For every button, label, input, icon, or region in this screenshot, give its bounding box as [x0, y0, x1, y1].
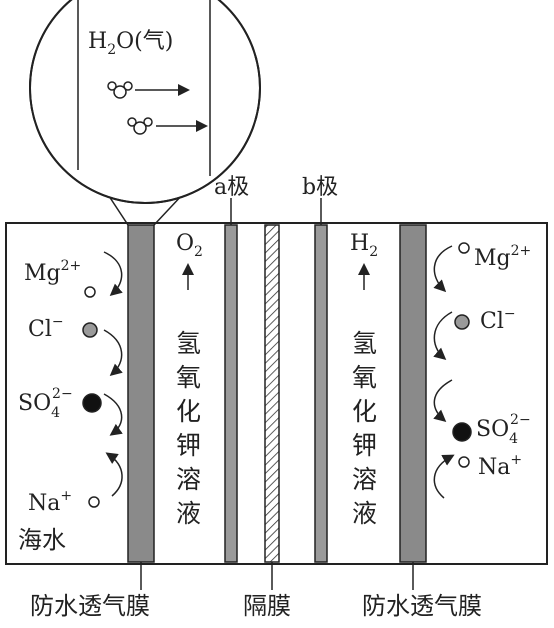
electrode-b — [314, 224, 328, 563]
ion-flow-arrows-right — [433, 245, 455, 499]
solution-char: 液 — [352, 499, 377, 528]
membrane-right-label: 防水透气膜 — [362, 592, 482, 620]
solution-char: 氧 — [176, 363, 201, 392]
o2-label: O2 — [176, 231, 203, 260]
ion-label: SO42− — [476, 412, 531, 447]
ions-left: Mg2+ Cl− SO42− Na+ — [18, 258, 102, 516]
water-molecule-icon — [127, 117, 153, 135]
ion-cl-right: Cl− — [454, 306, 516, 334]
ion-mg-right: Mg2+ — [458, 242, 531, 271]
membrane-right — [399, 224, 427, 563]
water-molecule-icon — [107, 81, 133, 99]
solution-char: 化 — [352, 397, 377, 426]
ions-right: Mg2+ Cl− SO42− Na+ — [452, 242, 531, 480]
solution-char: 溶 — [176, 465, 201, 494]
electrode-a — [224, 224, 238, 563]
ion-label: Mg2+ — [24, 258, 81, 286]
electrode-a-label: a极 — [214, 175, 249, 200]
ion-particle — [452, 422, 472, 442]
ion-label: SO42− — [18, 386, 73, 421]
solution-char: 氧 — [352, 363, 377, 392]
electrode-b-label: b极 — [302, 175, 338, 200]
ion-label: Cl− — [480, 306, 516, 334]
ion-mg-left: Mg2+ — [24, 258, 96, 298]
ion-na-right: Na+ — [458, 452, 522, 480]
ion-particle — [458, 242, 470, 254]
ion-label: Cl− — [28, 314, 64, 342]
ion-particle — [458, 456, 470, 468]
h2-label: H2 — [350, 231, 378, 260]
separator-label: 隔膜 — [243, 592, 291, 620]
ion-particle — [82, 322, 98, 338]
solution-char: 液 — [176, 499, 201, 528]
ion-so-right: SO42− — [452, 412, 531, 447]
ion-particle — [88, 496, 100, 508]
ion-na-left: Na+ — [28, 488, 100, 516]
solution-char: 氢 — [352, 329, 377, 358]
solution-char: 氢 — [176, 329, 201, 358]
ion-particle — [84, 286, 96, 298]
seawater-label: 海水 — [18, 526, 66, 554]
ion-particle — [454, 314, 470, 330]
solution-char: 钾 — [176, 431, 201, 460]
membrane-left — [127, 224, 155, 563]
solution-char: 钾 — [352, 431, 377, 460]
separator — [264, 224, 280, 563]
solution-char: 化 — [176, 397, 201, 426]
solution-char: 溶 — [352, 465, 377, 494]
zoom-circle-border — [29, 0, 261, 204]
ion-cl-left: Cl− — [28, 314, 98, 342]
ion-particle — [82, 393, 102, 413]
ion-label: Na+ — [478, 452, 522, 480]
ion-label: Na+ — [28, 488, 72, 516]
ion-label: Mg2+ — [474, 243, 531, 271]
ion-so-left: SO42− — [18, 386, 102, 421]
zoom-h2o-label: H2O(气) — [88, 29, 173, 58]
ion-flow-arrows-left — [103, 251, 123, 497]
membrane-left-label: 防水透气膜 — [30, 592, 150, 620]
